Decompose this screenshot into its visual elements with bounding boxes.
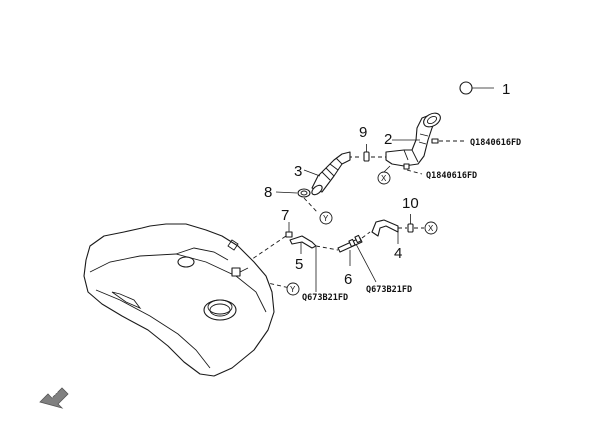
- callout-2: 2: [384, 131, 392, 148]
- fastener-code-4: Q673B21FD: [366, 285, 412, 295]
- fastener-code-1: Q1840616FD: [470, 138, 521, 148]
- callout-7: 7: [281, 207, 289, 224]
- connection-marker-y-upper: [319, 211, 333, 225]
- part-4-vent-hose: [371, 219, 399, 244]
- connection-marker-y-lower: [286, 282, 300, 296]
- marker-y-upper-label: Y: [323, 214, 329, 223]
- callout-10: 10: [402, 195, 419, 212]
- fastener-code-2: Q1840616FD: [426, 171, 477, 181]
- part-10-connector: [398, 214, 424, 233]
- callout-3: 3: [294, 163, 302, 180]
- callout-4: 4: [394, 245, 402, 262]
- part-3-filler-hose: [303, 151, 351, 196]
- callout-1: 1: [502, 81, 510, 98]
- part-6-connector-pipe: [337, 231, 377, 283]
- orientation-arrow-icon: [39, 387, 69, 409]
- fastener-code-3: Q673B21FD: [302, 293, 348, 303]
- orientation-label: FR: [49, 389, 59, 399]
- part-7-clip: [285, 222, 293, 238]
- marker-x-lower-label: X: [428, 224, 434, 233]
- connection-marker-x-lower: [424, 221, 438, 235]
- part-9-connector: [348, 144, 386, 162]
- part-8-hose-clamp: [275, 188, 319, 214]
- fuel-tank: [83, 223, 275, 377]
- part-5-short-hose: [289, 235, 339, 292]
- fastener-bolt-lower: [403, 163, 423, 175]
- connection-marker-x-upper: [377, 165, 391, 185]
- marker-y-lower-label: Y: [290, 285, 296, 294]
- part-1-o-ring: [459, 81, 494, 95]
- callout-9: 9: [359, 124, 367, 141]
- callout-6: 6: [344, 271, 352, 288]
- callout-8: 8: [264, 184, 272, 201]
- fastener-bolt-upper: [431, 138, 466, 144]
- part-2-filler-neck: [385, 112, 441, 167]
- marker-x-upper-label: X: [381, 174, 387, 183]
- callout-5: 5: [295, 256, 303, 273]
